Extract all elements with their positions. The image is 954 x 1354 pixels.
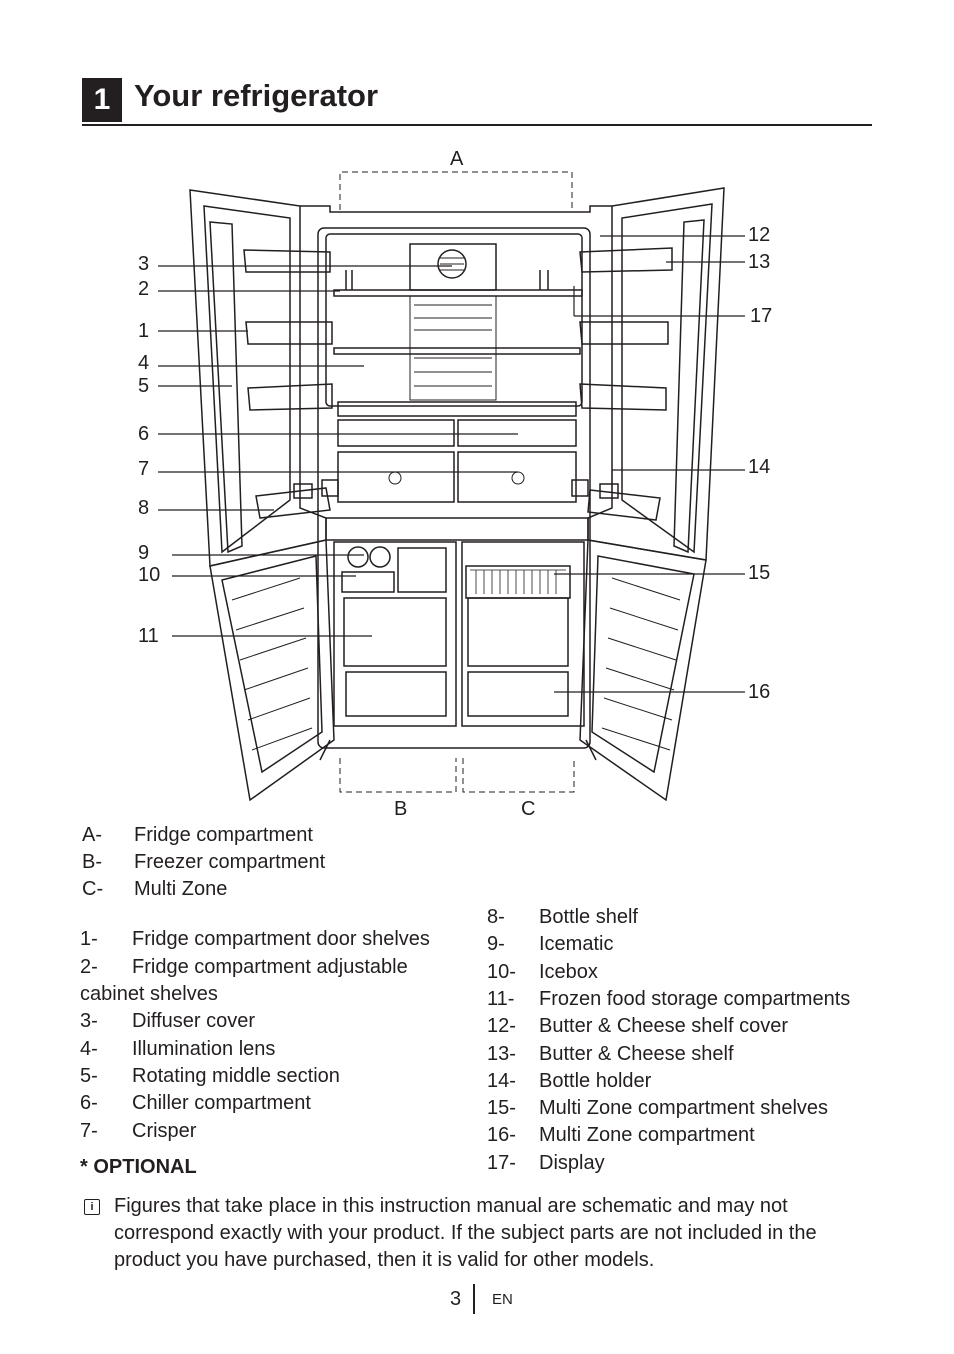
callout-1: 1 — [138, 320, 150, 342]
right-freezer-door — [579, 539, 707, 802]
optional-note: * OPTIONAL — [80, 1156, 197, 1178]
page-number: 3 — [450, 1288, 462, 1310]
callout-17: 17 — [750, 305, 773, 327]
callout-3: 3 — [138, 253, 150, 275]
callout-B: B — [394, 798, 408, 820]
refrigerator-diagram — [158, 171, 745, 802]
callout-2: 2 — [138, 278, 150, 300]
callout-A: A — [450, 148, 464, 170]
callout-9: 9 — [138, 542, 150, 564]
leader-lines — [158, 235, 745, 693]
callout-11: 11 — [138, 625, 159, 647]
callout-14: 14 — [748, 456, 771, 478]
callout-7: 7 — [138, 458, 150, 480]
schematic-note: Figures that take place in this instruct… — [114, 1195, 817, 1271]
dashed-region-markers — [339, 171, 575, 793]
right-fridge-door — [571, 187, 725, 561]
section-heading: 1 Your refrigerator — [82, 78, 872, 126]
callout-15: 15 — [748, 562, 771, 584]
footer-divider — [473, 1284, 475, 1314]
callout-8: 8 — [138, 497, 150, 519]
cabinet-body — [300, 205, 612, 761]
callout-13: 13 — [748, 251, 771, 273]
callout-12: 12 — [748, 224, 771, 246]
callout-4: 4 — [138, 352, 150, 374]
info-icon: i — [84, 1199, 100, 1215]
callout-C: C — [521, 798, 536, 820]
callout-5: 5 — [138, 375, 150, 397]
left-fridge-door — [189, 189, 339, 567]
callout-6: 6 — [138, 423, 150, 445]
language-code: EN — [492, 1291, 513, 1308]
callout-10: 10 — [138, 564, 161, 586]
section-title: Your refrigerator — [134, 78, 379, 113]
section-number: 1 — [82, 78, 122, 122]
left-freezer-door — [209, 539, 335, 802]
callout-16: 16 — [748, 681, 771, 703]
